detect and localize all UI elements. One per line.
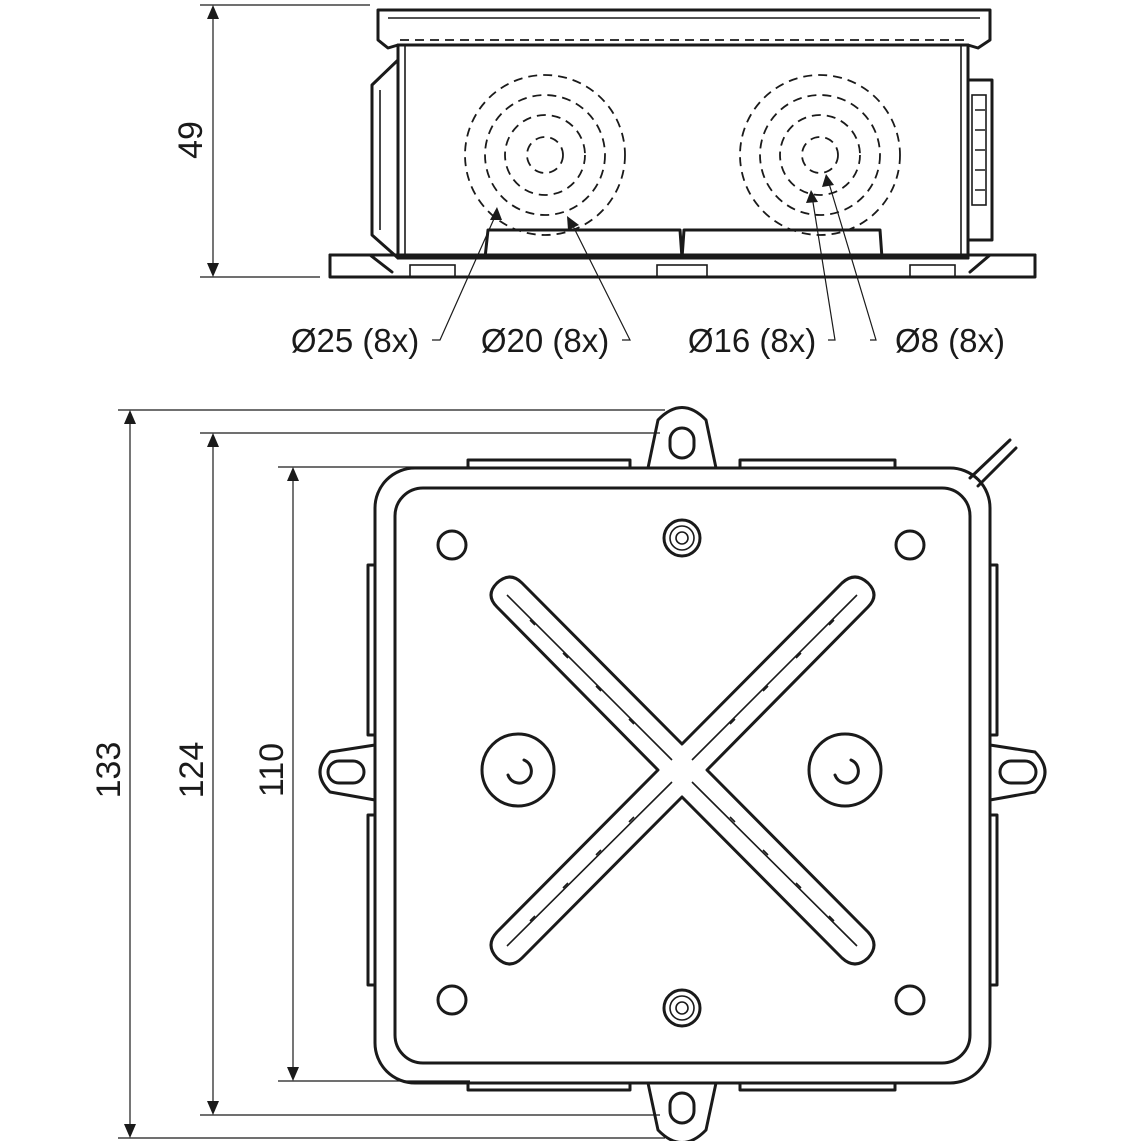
mounting-ear-right (988, 743, 1047, 802)
corner-hole-tr (894, 529, 926, 561)
dimension-133: 133 (90, 742, 128, 799)
corner-hole-tl (436, 529, 468, 561)
lid-screw-top (662, 518, 702, 558)
side-knockout-group-right (739, 74, 901, 236)
knockout-label-8: Ø8 (8x) (895, 322, 1005, 359)
corner-hole-br (894, 984, 926, 1016)
dimension-height-49: 49 (172, 121, 210, 159)
dimension-110: 110 (253, 743, 291, 797)
knockout-label-25: Ø25 (8x) (291, 322, 419, 359)
side-view: 49 Ø25 (8x) Ø20 (8x) Ø16 (8x) Ø8 (8x) (172, 4, 1037, 359)
dimension-124-line: 124 (173, 432, 660, 1116)
corner-hole-bl (436, 984, 468, 1016)
side-box-body (370, 8, 994, 260)
dimension-124: 124 (173, 742, 211, 799)
mounting-ear-top (646, 406, 718, 470)
lid-boss-left (480, 732, 556, 808)
lid-screw-bottom (662, 988, 702, 1028)
side-leader-lines (432, 174, 877, 341)
side-knockout-group-left (464, 74, 626, 236)
mounting-ear-bottom (646, 1081, 718, 1141)
dimension-133-line: 133 (90, 409, 665, 1139)
lid-cross-rib (489, 575, 876, 966)
knockout-label-20: Ø20 (8x) (481, 322, 609, 359)
dimension-110-line: 110 (253, 466, 470, 1082)
box-outer-outline (373, 466, 992, 1085)
lid-boss-right (807, 732, 883, 808)
top-view: 133 124 110 (90, 406, 1047, 1141)
side-height-dimension: 49 (172, 4, 370, 278)
box-edge-tabs (366, 458, 999, 1092)
mounting-ear-left (318, 743, 377, 802)
knockout-label-16: Ø16 (8x) (688, 322, 816, 359)
lid-inner-outline (393, 486, 972, 1065)
cable-lead (968, 438, 1018, 488)
